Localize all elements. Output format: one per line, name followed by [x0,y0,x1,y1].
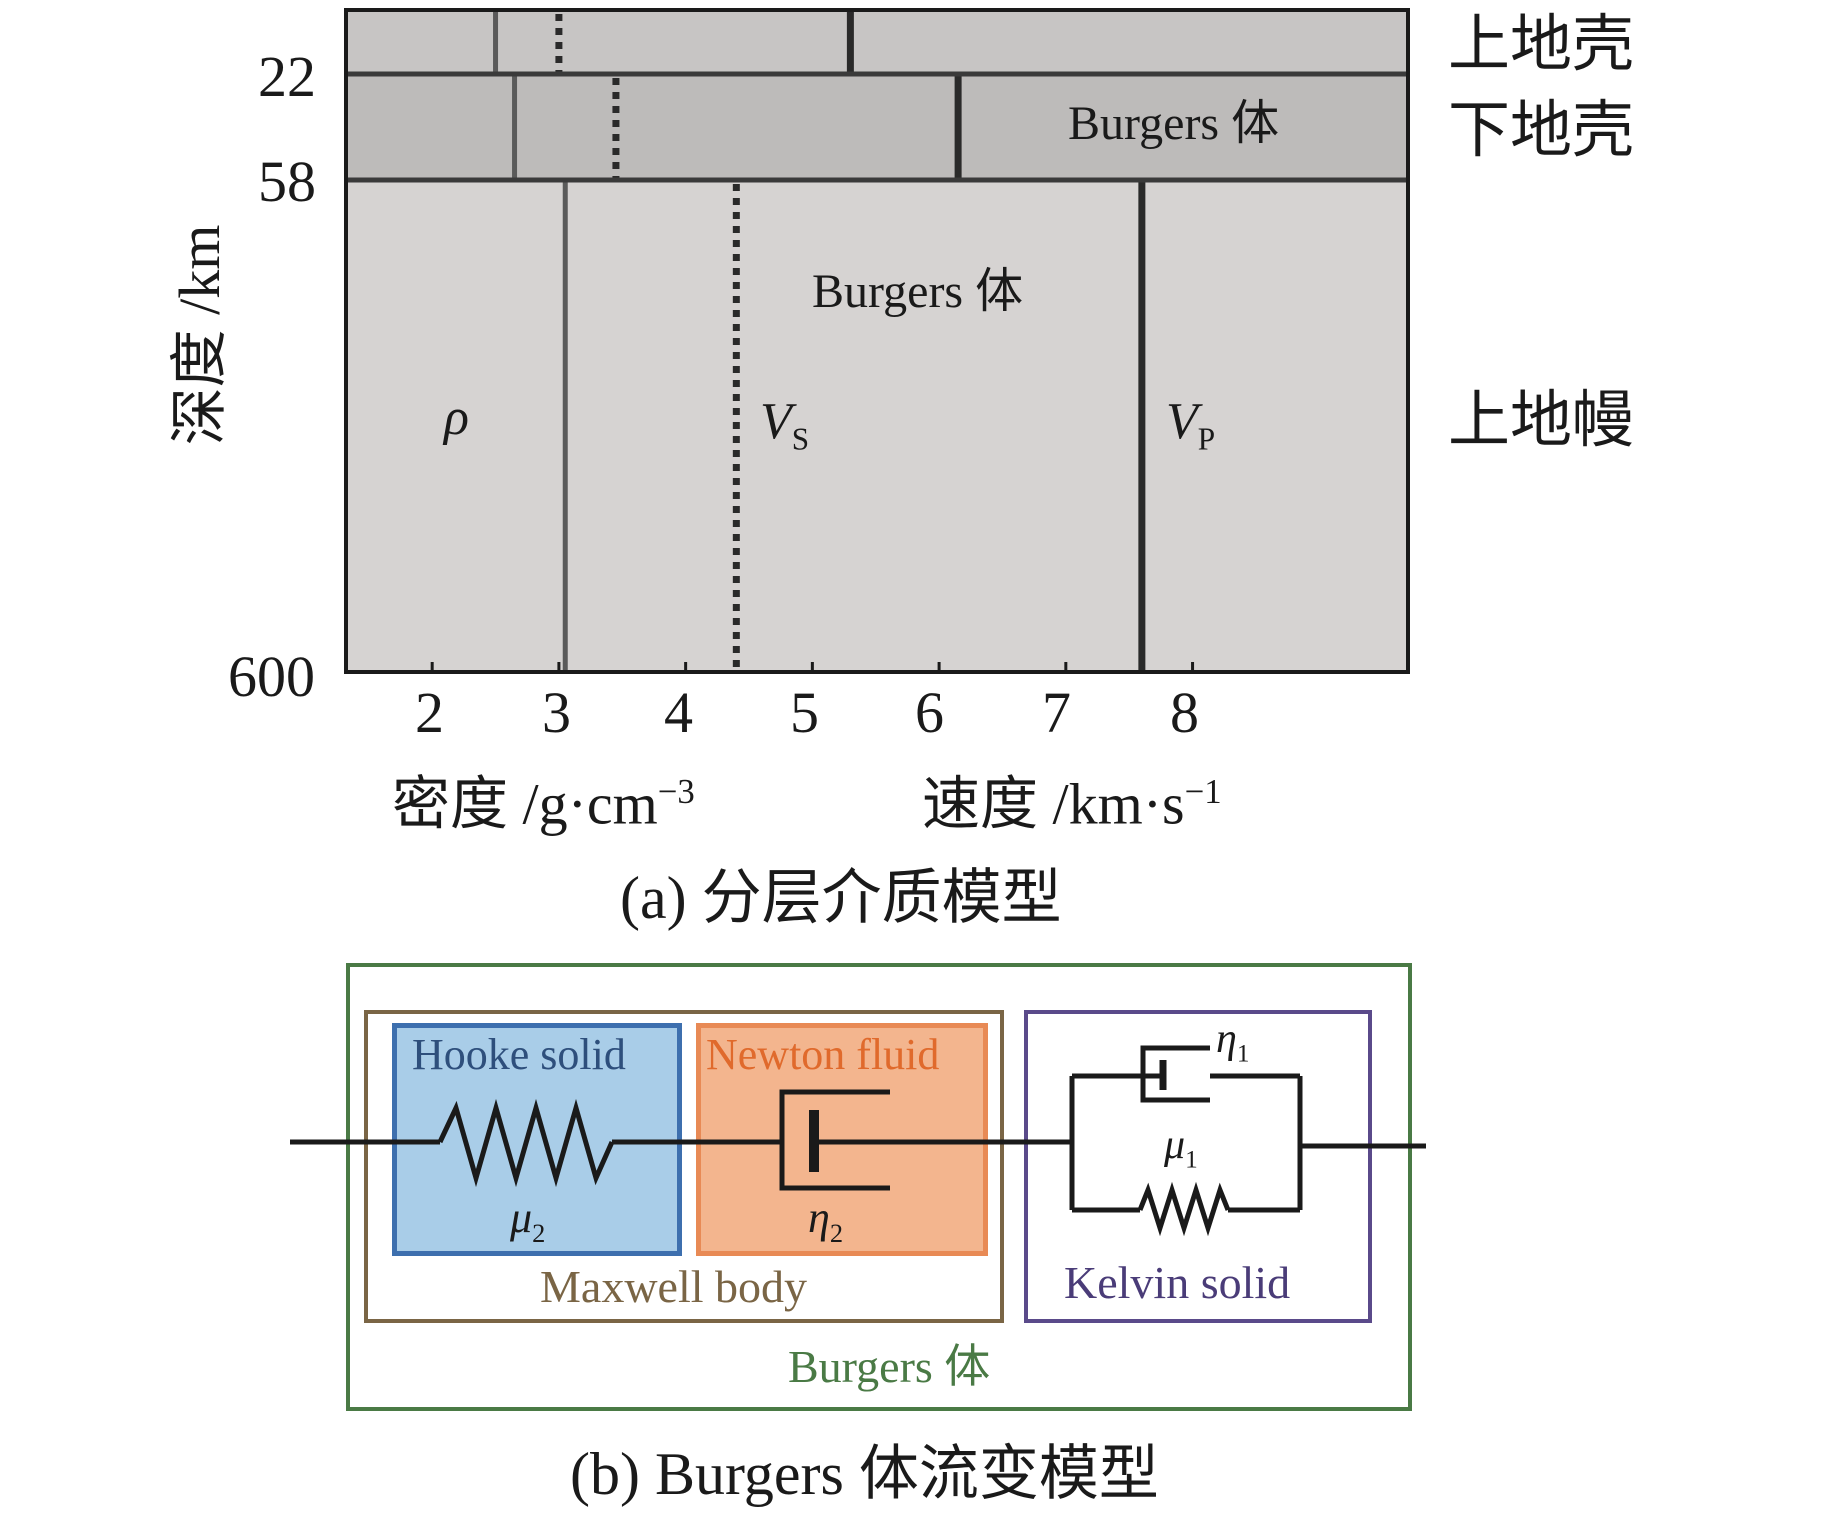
eta2-label: η2 [808,1193,844,1248]
depth-tick-600: 600 [228,644,315,709]
velocity-axis-label: 速度 /km·s−1 [922,771,1222,837]
burgers-annotation-mantle: Burgers 体 [812,265,1024,318]
layer-band-2 [346,180,1408,672]
maxwell-label: Maxwell body [540,1261,808,1312]
layer-band-1 [346,74,1408,180]
kelvin-dashpot-cylinder-icon [1140,1045,1210,1103]
vp-label: VP [1166,393,1216,457]
kelvin-box [1024,1010,1372,1323]
hooke-spring-icon [437,1098,615,1188]
chart-frame [344,8,1410,674]
caption-a: (a) 分层介质模型 [620,865,1062,931]
burgers-outer-box [346,963,1412,1411]
layer-name-lower-crust: 下地壳 [1448,97,1635,165]
newton-dashpot-cylinder-icon [779,1089,890,1191]
mu2-label: μ2 [510,1193,546,1248]
kelvin-label: Kelvin solid [1064,1257,1291,1308]
burgers-outer-label: Burgers 体 [788,1341,991,1392]
maxwell-box [364,1010,1004,1323]
x-tick-5: 5 [790,680,819,745]
rho-label: ρ [444,389,469,446]
kelvin-spring-icon [1137,1181,1231,1237]
x-tick-3: 3 [542,680,571,745]
x-tick-8: 8 [1170,680,1199,745]
x-tick-4: 4 [664,680,693,745]
mu1-label: μ1 [1164,1122,1198,1174]
layer-name-upper-crust: 上地壳 [1448,11,1635,79]
layer-name-upper-mantle: 上地幔 [1448,387,1635,455]
density-axis-label: 密度 /g·cm−3 [392,771,695,837]
x-tick-2: 2 [415,680,444,745]
depth-tick-22: 22 [258,44,316,109]
x-tick-6: 6 [915,680,944,745]
depth-tick-58: 58 [258,149,316,214]
caption-b: (b) Burgers 体流变模型 [570,1441,1159,1507]
burgers-annotation-lower-crust: Burgers 体 [1068,97,1280,150]
layer-chart [344,8,1410,674]
eta1-label: η1 [1216,1016,1250,1068]
hooke-label: Hooke solid [412,1030,626,1079]
x-tick-7: 7 [1042,680,1071,745]
newton-label: Newton fluid [706,1030,940,1079]
vs-label: VS [760,393,810,457]
layer-band-0 [346,10,1408,74]
